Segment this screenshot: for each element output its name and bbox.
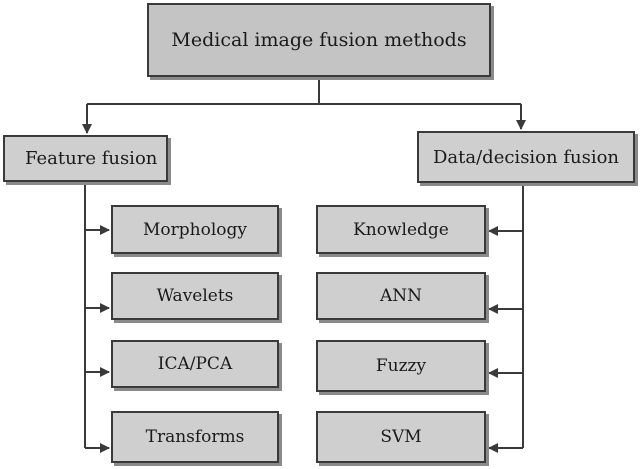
method-label: Morphology [143, 219, 247, 240]
category-label: Data/decision fusion [432, 146, 620, 168]
method-label: ICA/PCA [157, 354, 233, 374]
method-label: SVM [380, 427, 422, 447]
method-transforms: Transforms [111, 411, 279, 463]
method-wavelets: Wavelets [111, 272, 279, 320]
method-ica-pca: ICA/PCA [111, 340, 279, 388]
root-node: Medical image fusion methods [147, 3, 491, 77]
root-label: Medical image fusion methods [171, 29, 467, 51]
method-label: Fuzzy [375, 356, 427, 376]
category-label: Feature fusion [25, 148, 158, 169]
method-morphology: Morphology [111, 205, 279, 254]
method-label: Knowledge [353, 219, 449, 240]
method-label: ANN [379, 286, 423, 306]
category-data-decision-fusion: Data/decision fusion [417, 131, 635, 183]
method-svm: SVM [316, 411, 486, 463]
category-feature-fusion: Feature fusion [3, 135, 168, 182]
method-fuzzy: Fuzzy [316, 340, 486, 392]
method-label: Transforms [145, 427, 245, 447]
method-ann: ANN [316, 272, 486, 320]
method-label: Wavelets [156, 286, 234, 306]
method-knowledge: Knowledge [316, 205, 486, 254]
